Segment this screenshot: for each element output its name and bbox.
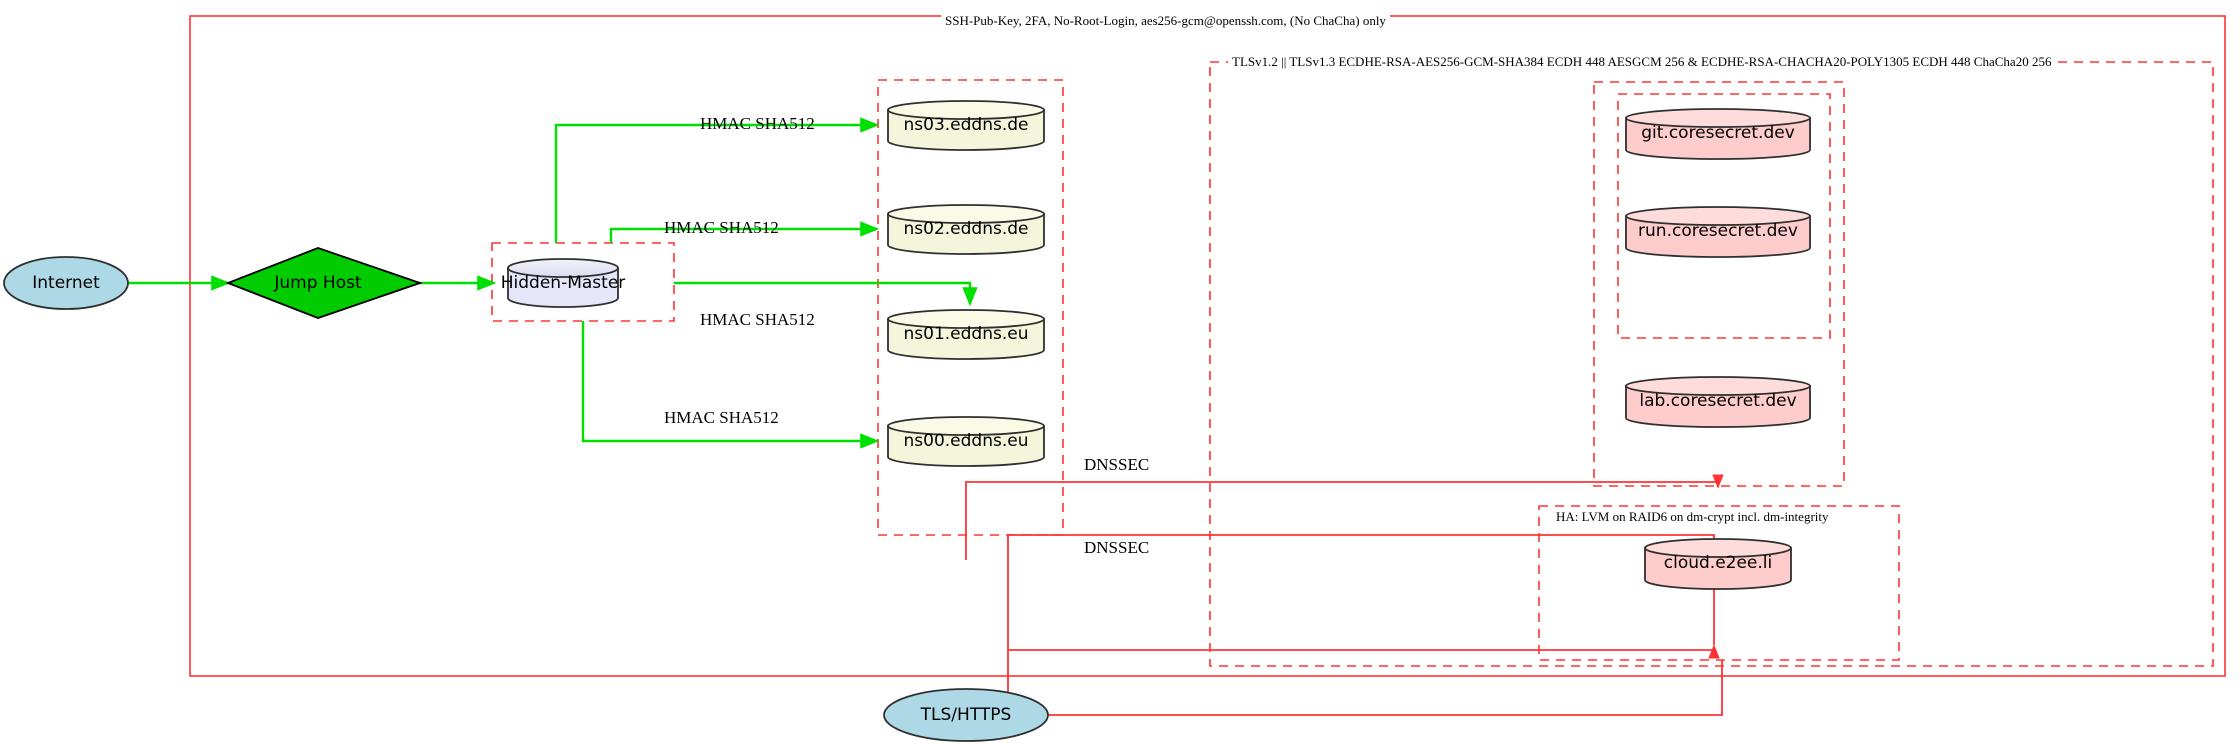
node-ns01-shape[interactable] xyxy=(887,309,1045,360)
edge-label-hmac-ns02: HMAC SHA512 xyxy=(664,218,779,237)
edge-label-dnssec-lower: DNSSEC xyxy=(1084,538,1150,557)
edge-dnssec-lower-arrow xyxy=(1008,644,1720,659)
node-hidden-master-shape[interactable] xyxy=(507,258,619,308)
edge-label-hmac-ns00: HMAC SHA512 xyxy=(664,408,779,427)
edge-hiddenmaster-ns03 xyxy=(554,117,880,243)
edge-hiddenmaster-ns02 xyxy=(609,221,880,243)
node-internet-shape[interactable] xyxy=(3,256,129,310)
node-ns02-shape[interactable] xyxy=(887,204,1045,255)
node-cloud-shape[interactable] xyxy=(1644,538,1792,590)
node-tls-https-shape[interactable] xyxy=(883,688,1049,742)
cluster-ha-border xyxy=(1538,505,1900,661)
edge-tlshttps-services xyxy=(1048,660,1723,716)
cluster-label-ha: HA: LVM on RAID6 on dm-crypt incl. dm-in… xyxy=(1552,509,1833,525)
edge-hiddenmaster-ns00 xyxy=(581,321,880,449)
node-lab-shape[interactable] xyxy=(1625,376,1811,428)
cluster-coresecret-inner-border xyxy=(1617,93,1831,339)
node-git-shape[interactable] xyxy=(1625,108,1811,160)
node-ns03-shape[interactable] xyxy=(887,100,1045,151)
cluster-coresecret-border xyxy=(1593,81,1845,487)
edge-dnssec-upper xyxy=(965,474,1724,560)
cluster-ssh-border xyxy=(189,15,2226,677)
node-ns00-shape[interactable] xyxy=(887,416,1045,467)
node-jump-host-shape[interactable] xyxy=(225,247,423,319)
edge-label-hmac-ns03: HMAC SHA512 xyxy=(700,114,815,133)
edge-dnssec-lower xyxy=(1007,534,1715,714)
edge-hiddenmaster-ns01 xyxy=(674,281,978,307)
node-run-shape[interactable] xyxy=(1625,206,1811,258)
cluster-label-tls: TLSv1.2 || TLSv1.3 ECDHE-RSA-AES256-GCM-… xyxy=(1228,54,2056,70)
edge-label-dnssec-upper: DNSSEC xyxy=(1084,455,1150,474)
cluster-label-ssh: SSH-Pub-Key, 2FA, No-Root-Login, aes256-… xyxy=(941,13,1390,29)
edge-label-hmac-ns01: HMAC SHA512 xyxy=(700,310,815,329)
